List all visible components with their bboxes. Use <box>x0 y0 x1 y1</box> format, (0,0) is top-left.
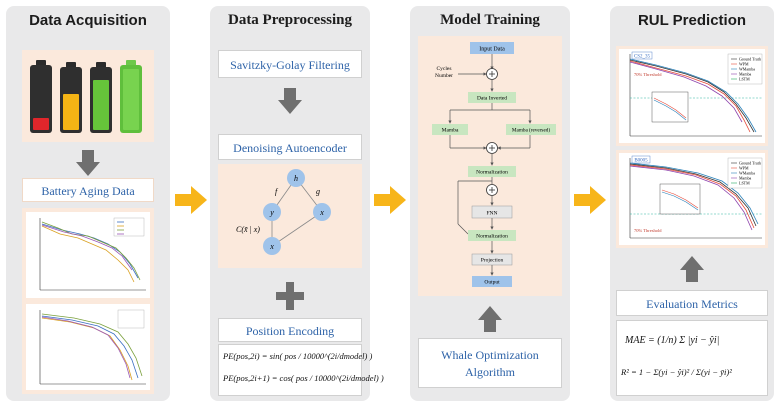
node-ffn: FNN <box>486 211 497 217</box>
legend-2-item-3: WMamba <box>739 171 755 176</box>
battery-illustration <box>22 50 154 142</box>
legend-2-item-2: WPM <box>739 166 749 171</box>
model-architecture-svg: Input Data Cycles Number Data Inverted M… <box>432 42 556 287</box>
node-x-recon: x <box>319 208 324 217</box>
node-output: Output <box>484 280 500 286</box>
legend-1-item-1: Ground Truth <box>739 57 761 62</box>
battery-icons <box>30 60 142 133</box>
panel-title-rul: RUL Prediction <box>637 12 747 29</box>
panel-rul-prediction: RUL Prediction CS2_35 70% Threshold Grou… <box>610 6 774 401</box>
arrow-right-icon <box>574 186 606 214</box>
battery-aging-label-box: Battery Aging Data <box>22 178 154 202</box>
legend-1-item-4: Mamba <box>739 72 751 77</box>
legend-1-item-2: WPM <box>739 62 749 67</box>
aging-charts-svg <box>26 212 150 390</box>
rul-chart-2: B0005 70% Threshold Ground Truth WPM WMa… <box>616 150 768 248</box>
aging-data-charts <box>22 208 154 394</box>
denoising-autoencoder-box: Denoising Autoencoder h y x x f g C(x̃ |… <box>218 122 362 272</box>
node-x: x <box>269 242 274 251</box>
node-h: h <box>294 174 298 183</box>
whale-optimization-line2: Algorithm <box>465 365 515 379</box>
whale-optimization-box: Whale Optimization Algorithm <box>418 338 562 388</box>
panel-data-acquisition: Data Acquisition Battery Aging Data <box>6 6 170 401</box>
autoencoder-graph: h y x x f g C(x̃ | x) <box>218 164 362 268</box>
savitzky-golay-label: Savitzky-Golay Filtering <box>230 58 350 72</box>
legend-2-item-4: Mamba <box>739 176 751 181</box>
arrow-right-icon <box>175 186 207 214</box>
metrics-formulas: MAE = (1/n) Σ |yi − ŷi| R² = 1 − Σ(yi − … <box>616 320 768 396</box>
panel-model-training: Model Training Input Data Cycles Number … <box>410 6 570 401</box>
chart2-tag: B0005 <box>634 159 648 164</box>
node-mamba-reversed: Mamba (reversed) <box>512 127 550 134</box>
denoising-autoencoder-label: Denoising Autoencoder <box>218 134 362 160</box>
rul-chart-1: CS2_35 70% Threshold Ground Truth WPM WM… <box>616 46 768 146</box>
node-normalization-1: Normalization <box>476 170 508 176</box>
battery-aging-label: Battery Aging Data <box>41 184 135 198</box>
arrow-up-icon <box>680 256 704 282</box>
savitzky-golay-box: Savitzky-Golay Filtering <box>218 50 362 78</box>
panel-title-preprocessing: Data Preprocessing <box>227 12 352 28</box>
position-encoding-label: Position Encoding <box>245 324 335 338</box>
chart1-threshold: 70% Threshold <box>634 72 662 77</box>
node-normalization-2: Normalization <box>476 234 508 240</box>
edge-c: C(x̃ | x) <box>236 225 260 234</box>
node-projection: Projection <box>481 258 504 264</box>
whale-optimization-line1: Whale Optimization <box>441 348 539 362</box>
node-input-data: Input Data <box>479 47 505 53</box>
node-cycles-number-2: Number <box>435 73 453 79</box>
evaluation-metrics-label-box: Evaluation Metrics <box>616 290 768 316</box>
mae-formula: MAE = (1/n) Σ |yi − ŷi| <box>625 335 720 346</box>
arrow-down-icon <box>76 150 100 176</box>
r2-formula: R² = 1 − Σ(yi − ŷi)² / Σ(yi − ȳi)² <box>621 367 732 377</box>
pe-odd-formula: PE(pos,2i+1) = cos( pos / 10000^(2i/dmod… <box>223 373 384 383</box>
panel-data-preprocessing: Data Preprocessing Savitzky-Golay Filter… <box>210 6 384 401</box>
position-encoding-formulas: PE(pos,2i) = sin( pos / 10000^(2i/dmodel… <box>218 344 384 396</box>
arrow-up-icon <box>478 306 502 332</box>
legend-1-item-3: WMamba <box>739 67 755 72</box>
edge-g: g <box>316 187 320 196</box>
position-encoding-label-box: Position Encoding <box>218 318 362 342</box>
evaluation-metrics-label: Evaluation Metrics <box>646 297 738 311</box>
node-y: y <box>269 208 274 217</box>
chart2-threshold: 70% Threshold <box>634 228 662 233</box>
node-data-inverted: Data Inverted <box>477 96 507 102</box>
legend-2-item-1: Ground Truth <box>739 161 761 166</box>
legend-1-item-5: LSTM <box>739 77 750 82</box>
arrow-down-icon <box>278 88 302 114</box>
legend-2-item-5: LSTM <box>739 181 750 186</box>
model-architecture: Input Data Cycles Number Data Inverted M… <box>418 36 562 296</box>
panel-title-acquisition: Data Acquisition <box>29 12 147 29</box>
node-cycles-number: Cycles <box>437 66 452 72</box>
node-mamba: Mamba <box>442 128 459 134</box>
edge-f: f <box>275 187 279 196</box>
plus-icon <box>276 282 304 310</box>
pe-even-formula: PE(pos,2i) = sin( pos / 10000^(2i/dmodel… <box>223 351 373 361</box>
arrow-right-icon <box>374 186 406 214</box>
chart1-tag: CS2_35 <box>634 55 651 60</box>
panel-title-training: Model Training <box>440 12 540 28</box>
